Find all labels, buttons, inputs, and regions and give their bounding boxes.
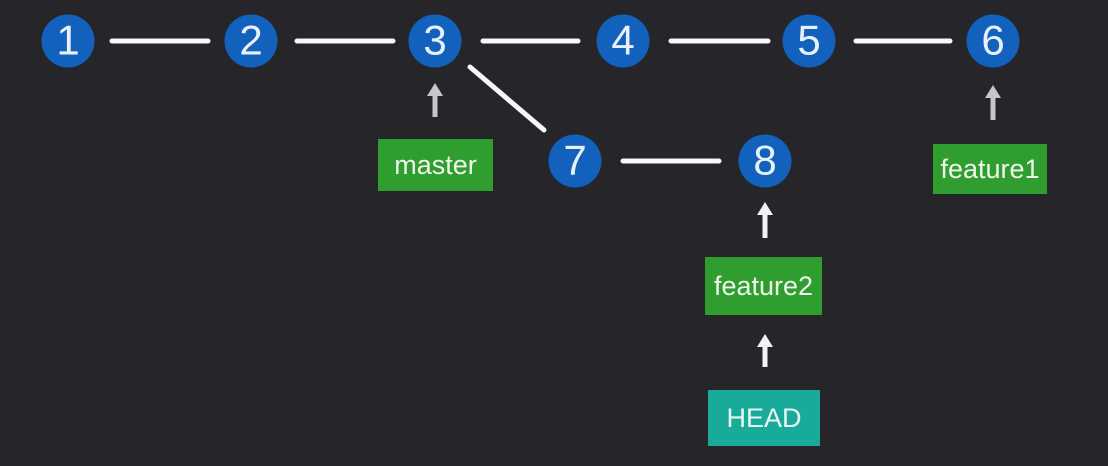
- commit-number: 5: [797, 16, 821, 63]
- commit-number: 4: [611, 16, 635, 63]
- commit-node-4: 4: [596, 14, 650, 68]
- head-label-text: HEAD: [726, 402, 802, 433]
- commit-number: 3: [423, 16, 447, 63]
- branch-label-text: feature2: [713, 270, 814, 301]
- commit-number: 8: [753, 136, 777, 183]
- commit-node-5: 5: [782, 14, 836, 68]
- branch-label-text: master: [394, 149, 477, 180]
- arrow-HEAD-to-feature2: [757, 334, 773, 367]
- arrow-feature1-to-commit-6: [985, 85, 1001, 120]
- arrow-feature2-to-commit-8: [757, 202, 773, 238]
- head-label: HEAD: [708, 390, 820, 446]
- edge-3-7: [467, 64, 547, 133]
- arrow-head: [757, 334, 773, 347]
- commit-number: 2: [239, 16, 263, 63]
- commit-number: 1: [56, 16, 80, 63]
- commit-node-7: 7: [548, 134, 602, 188]
- arrow-master-to-commit-3: [427, 83, 443, 117]
- branch-label-feature1: feature1: [933, 144, 1047, 194]
- commit-node-1: 1: [41, 14, 95, 68]
- branch-label-feature2: feature2: [705, 257, 822, 315]
- commit-node-8: 8: [738, 134, 792, 188]
- commit-node-6: 6: [966, 14, 1020, 68]
- commit-node-2: 2: [224, 14, 278, 68]
- arrow-head: [757, 202, 773, 215]
- branch-label-master: master: [378, 139, 493, 191]
- commit-number: 7: [563, 136, 587, 183]
- branch-label-text: feature1: [940, 153, 1040, 184]
- commit-node-3: 3: [408, 14, 462, 68]
- arrow-head: [427, 83, 443, 96]
- commit-number: 6: [981, 16, 1005, 63]
- arrow-head: [985, 85, 1001, 98]
